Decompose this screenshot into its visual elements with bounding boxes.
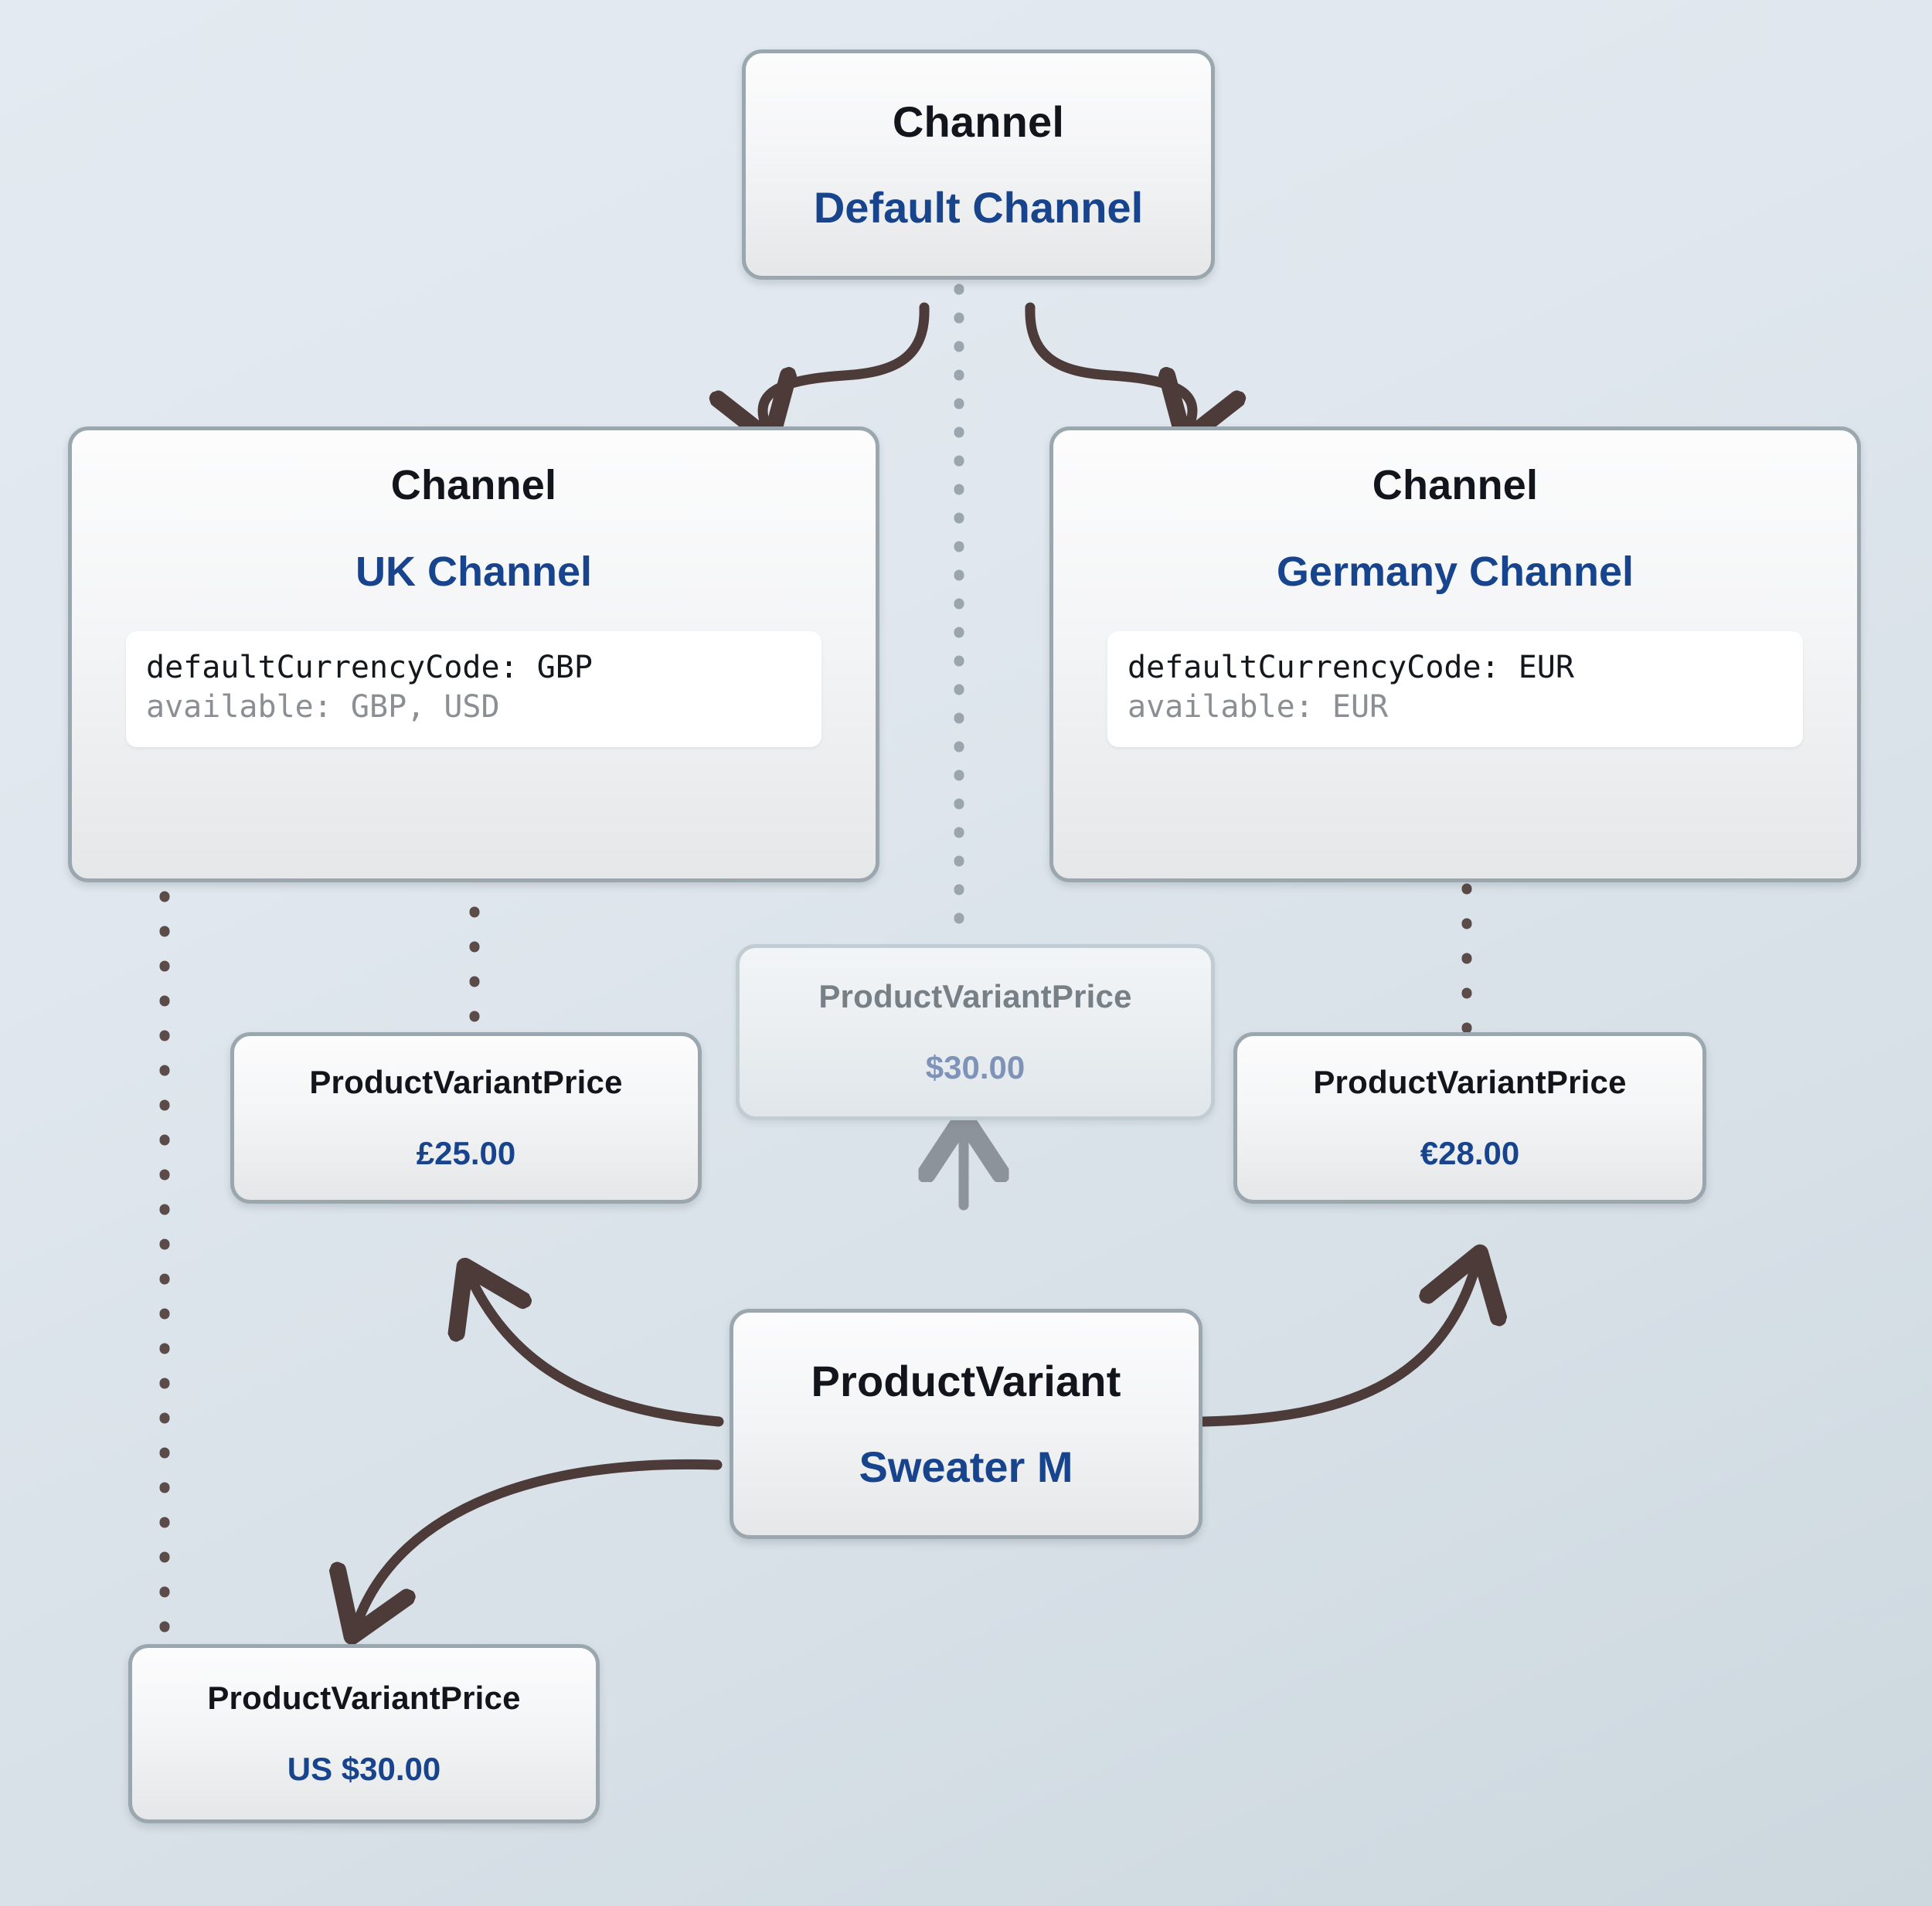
node-name-label: Default Channel	[813, 183, 1144, 232]
node-name-label: Sweater M	[859, 1442, 1073, 1491]
node-product-variant-price-eur[interactable]: ProductVariantPrice €28.00	[1233, 1032, 1706, 1204]
node-product-variant[interactable]: ProductVariant Sweater M	[730, 1309, 1202, 1539]
node-type-label: Channel	[1372, 462, 1539, 508]
node-product-variant-price-usd[interactable]: ProductVariantPrice US $30.00	[128, 1644, 600, 1823]
node-product-variant-price-usd-default[interactable]: ProductVariantPrice $30.00	[736, 944, 1215, 1120]
attr-available-currencies: available: GBP, USD	[146, 689, 500, 725]
node-type-label: ProductVariantPrice	[1313, 1064, 1627, 1100]
node-germany-channel[interactable]: Channel Germany Channel defaultCurrencyC…	[1049, 426, 1861, 882]
price-value: $30.00	[925, 1049, 1026, 1086]
attr-default-currency-code: defaultCurrencyCode: EUR	[1128, 650, 1574, 685]
arrow-variant-to-usd	[359, 1459, 723, 1619]
node-default-channel[interactable]: Channel Default Channel	[742, 49, 1215, 280]
node-uk-channel[interactable]: Channel UK Channel defaultCurrencyCode: …	[68, 426, 879, 882]
arrow-variant-to-gbp	[473, 1283, 724, 1427]
price-value: £25.00	[416, 1135, 516, 1171]
arrow-default-to-uk	[763, 302, 930, 423]
node-type-label: ProductVariant	[811, 1357, 1121, 1405]
germany-channel-attributes: defaultCurrencyCode: EUR available: EUR	[1107, 631, 1803, 748]
node-type-label: Channel	[390, 462, 557, 508]
price-value: €28.00	[1420, 1135, 1520, 1171]
node-type-label: ProductVariantPrice	[818, 978, 1132, 1014]
node-name-label: UK Channel	[355, 549, 593, 595]
arrow-variant-to-eur	[1199, 1270, 1475, 1427]
arrow-default-to-germany	[1025, 302, 1192, 423]
price-value: US $30.00	[287, 1751, 441, 1787]
attr-default-currency-code: defaultCurrencyCode: GBP	[146, 650, 593, 685]
node-type-label: ProductVariantPrice	[207, 1680, 521, 1716]
node-type-label: ProductVariantPrice	[309, 1064, 623, 1100]
node-product-variant-price-gbp[interactable]: ProductVariantPrice £25.00	[230, 1032, 702, 1204]
uk-channel-attributes: defaultCurrencyCode: GBP available: GBP,…	[126, 631, 821, 748]
attr-available-currencies: available: EUR	[1128, 689, 1389, 725]
node-type-label: Channel	[892, 97, 1065, 146]
node-name-label: Germany Channel	[1276, 549, 1634, 595]
